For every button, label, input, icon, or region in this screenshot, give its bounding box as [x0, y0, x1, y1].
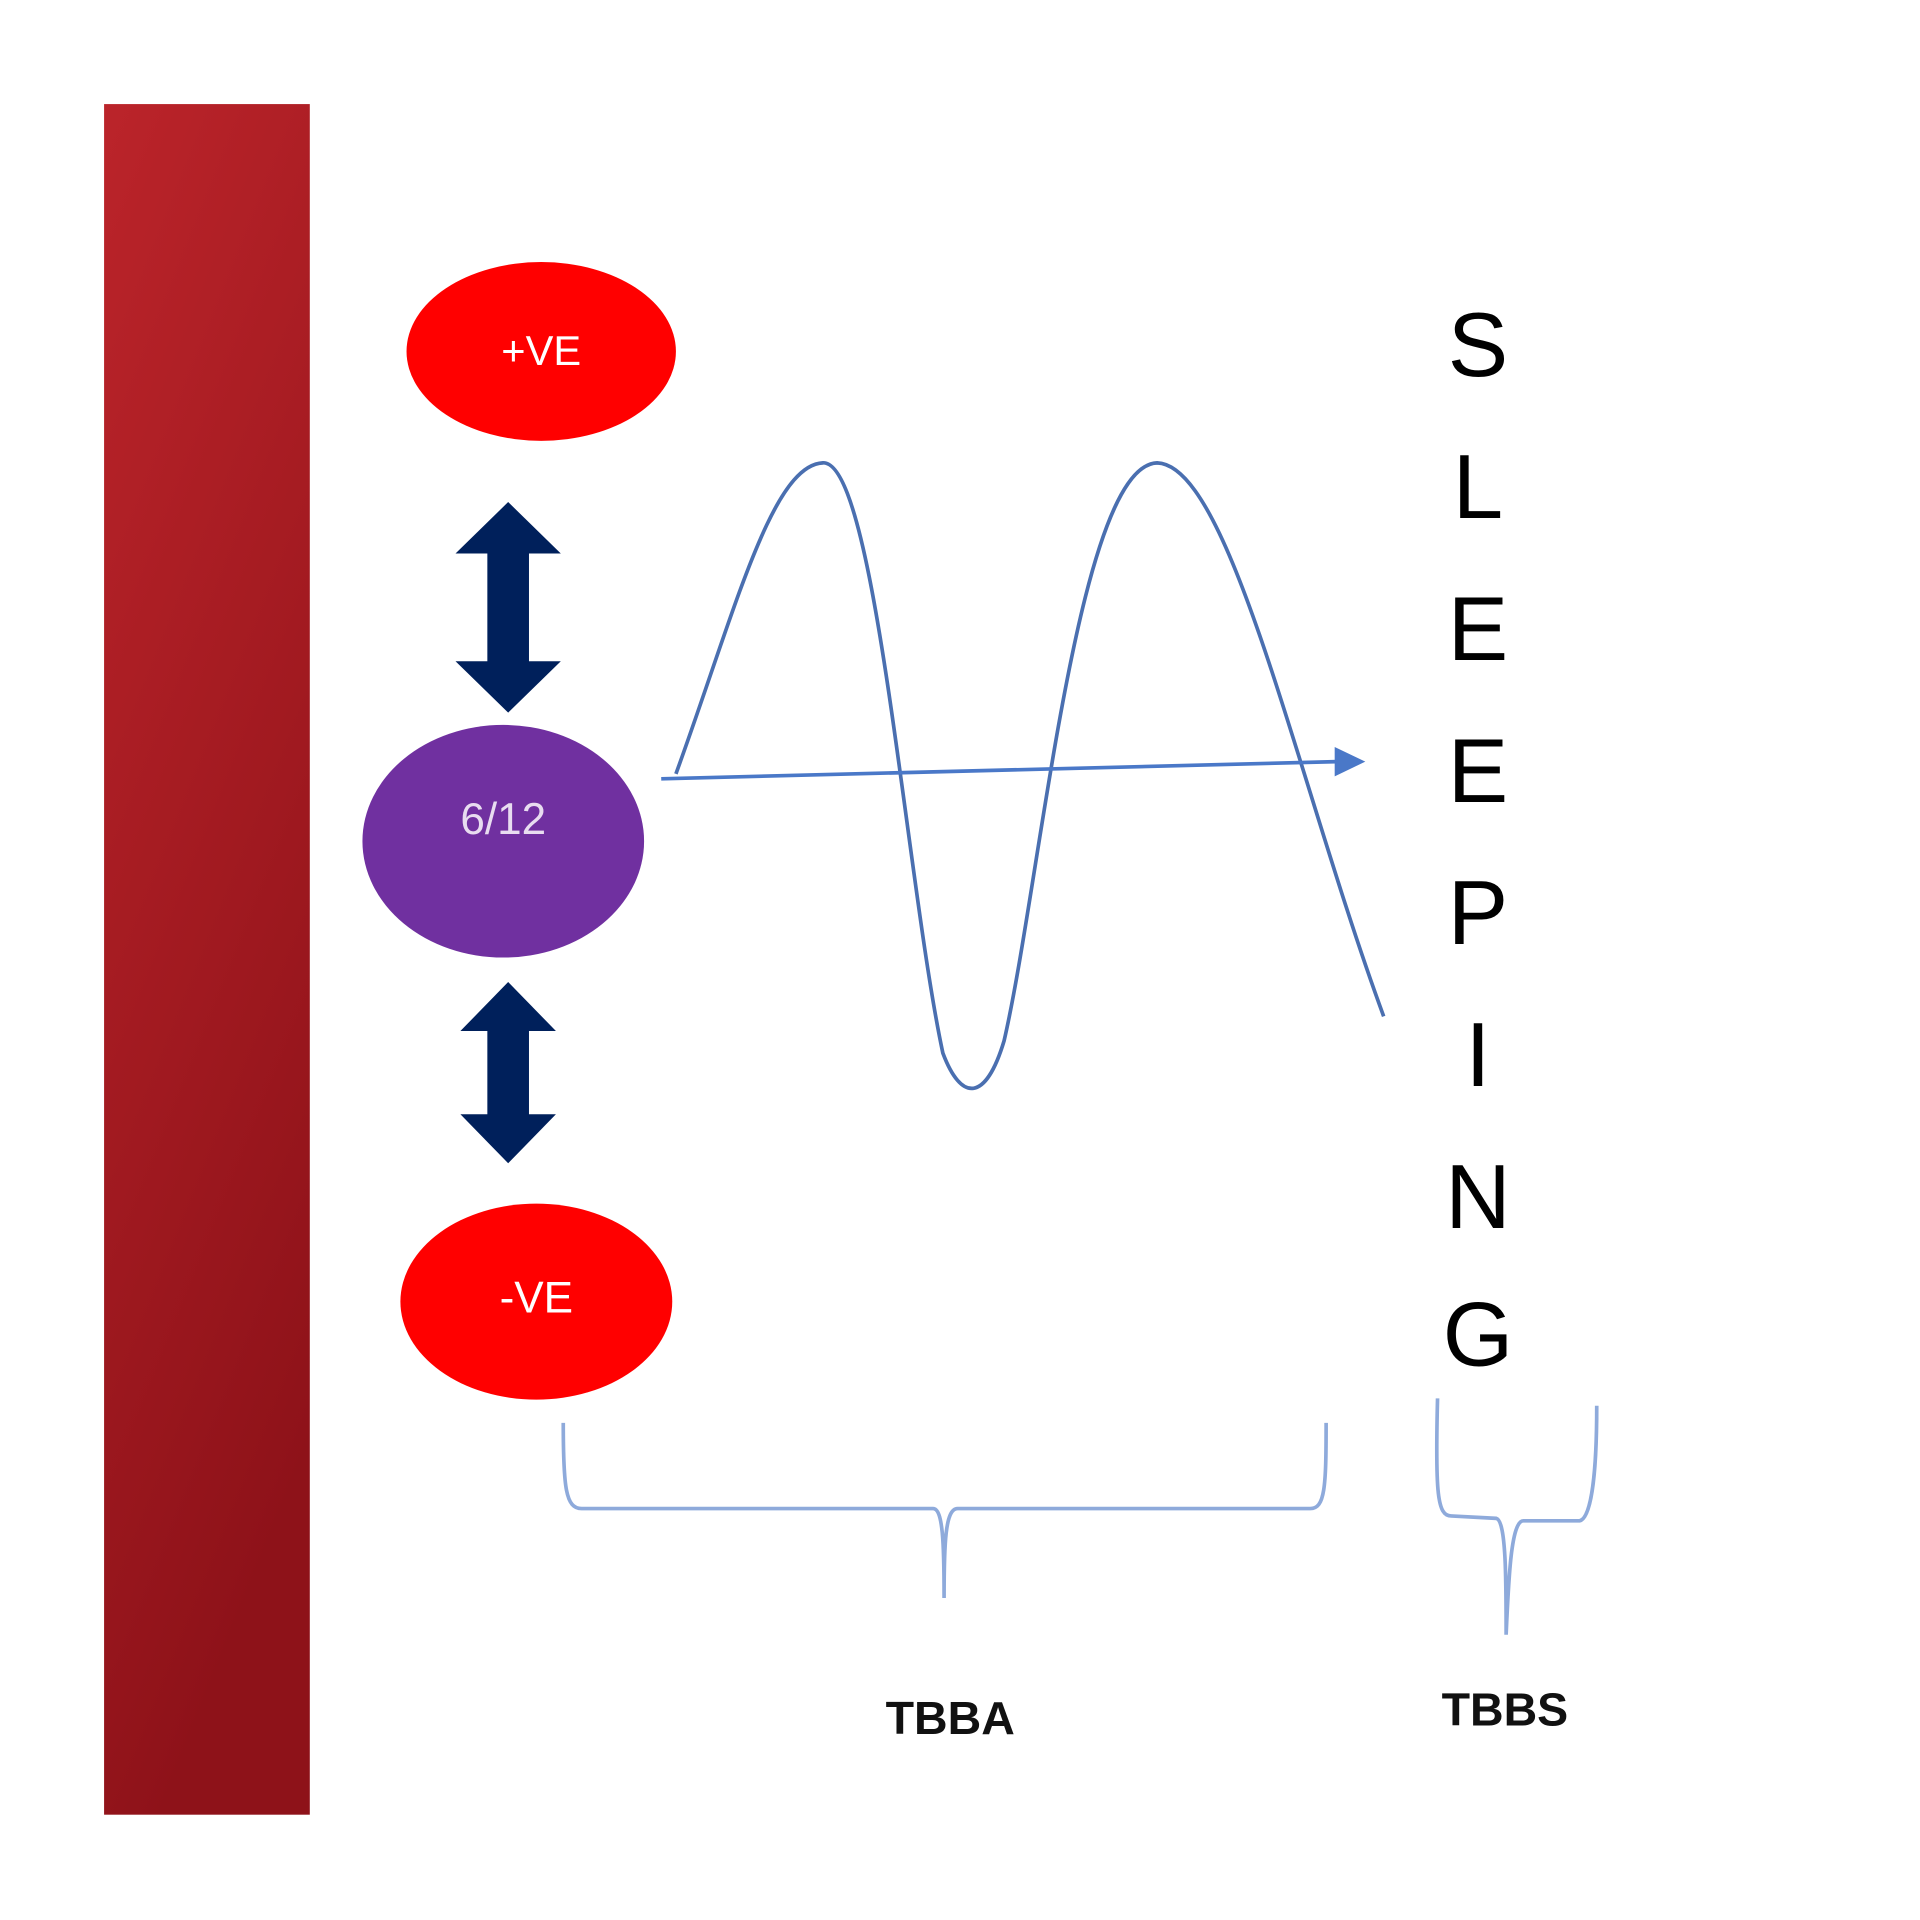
double-arrow-icon: [460, 982, 556, 1164]
brace-tbba: [561, 1422, 1328, 1598]
wave-line: [674, 461, 1386, 1091]
arrowhead-icon: [1334, 746, 1366, 777]
letter: P: [1448, 863, 1508, 964]
tbba-label: TBBA: [886, 1692, 1015, 1744]
positive-node: +VE: [406, 262, 676, 441]
letter: L: [1453, 437, 1503, 538]
negative-node: -VE: [400, 1203, 673, 1400]
vertical-word-sleeping: S L E E P I N G: [1443, 295, 1513, 1385]
side-bar: [104, 104, 310, 1815]
letter: E: [1448, 721, 1508, 822]
double-arrow-icon: [455, 502, 561, 713]
letter: G: [1443, 1284, 1513, 1385]
center-label: 6/12: [460, 795, 546, 844]
positive-label: +VE: [501, 327, 581, 374]
brace-tbbs: [1434, 1398, 1599, 1635]
letter: N: [1445, 1147, 1510, 1248]
time-arrow-line: [661, 759, 1338, 781]
tbbs-label: TBBS: [1442, 1683, 1569, 1735]
letter: E: [1448, 579, 1508, 680]
center-node: 6/12: [362, 724, 645, 958]
letter: S: [1448, 295, 1508, 396]
negative-label: -VE: [500, 1274, 573, 1323]
letter: I: [1465, 1005, 1490, 1106]
